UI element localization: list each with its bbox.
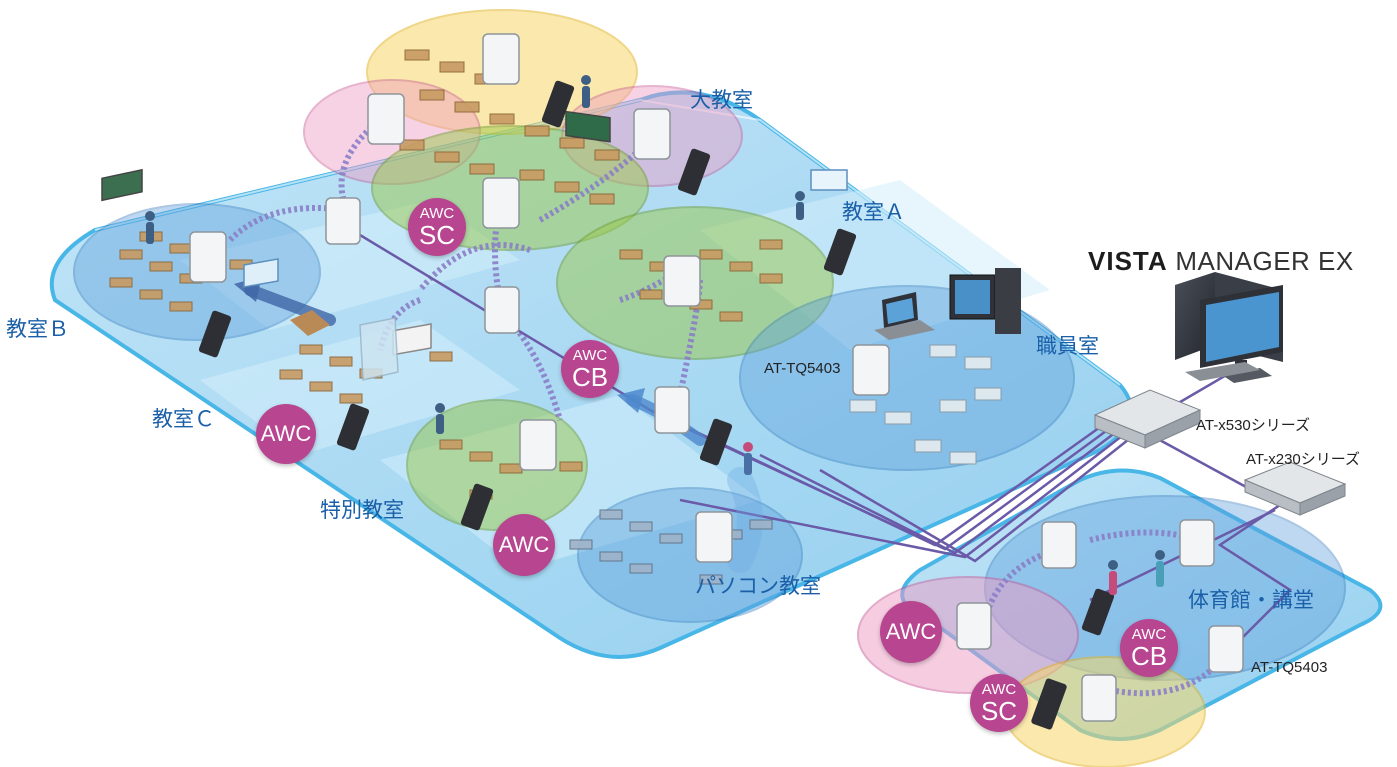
badge-top-text: AWC [572,347,608,364]
ap-special [519,419,557,471]
badge-main-text: CB [571,362,609,392]
badge-main-text: AWC [260,421,312,446]
label-core-switch: AT-x530シリーズ [1196,417,1310,434]
desks-staff-room [849,344,1002,465]
badge-awc-sc-main: AWC SC [408,198,466,256]
management-pc [1175,272,1283,383]
vista-manager-logo: VISTA MANAGER EX [1088,246,1354,277]
badge-main-text: SC [980,696,1018,726]
badge-top-text: AWC [419,205,455,222]
badge-awc-sc-gym: AWC SC [970,674,1028,732]
label-staff-room: 職員室 [1036,334,1099,358]
badge-top-text: AWC [981,681,1017,698]
edge-switch-device [1243,461,1347,516]
label-ap-model-main: AT-TQ5403 [764,360,841,377]
ap-gym-2 [1179,519,1215,567]
ap-gym-5 [1081,674,1117,722]
label-pc-room: パソコン教室 [695,574,821,598]
tablets [198,80,1115,730]
badge-main-text: AWC [885,619,937,644]
core-switch-device [1093,389,1202,449]
glass-partition [290,310,399,381]
ap-gym-4 [1208,625,1244,673]
badge-awc-special: AWC [493,514,555,576]
ap-gym-1 [1041,521,1077,569]
label-special-classroom: 特別教室 [320,498,404,522]
screens [101,110,848,356]
cell-staff-room [739,285,1075,471]
ap-pc-room [695,511,733,563]
badge-main-text: AWC [498,532,550,557]
ap-pink-right [633,108,671,160]
ap-gym-3 [956,602,992,650]
badge-top-text: AWC [1131,626,1167,643]
label-large-classroom: 大教室 [690,88,753,112]
access-points [189,33,1244,722]
label-gym-hall: 体育館・講堂 [1188,588,1314,612]
label-classroom-a: 教室Ａ [842,200,905,224]
ap-mesh-2 [484,286,520,334]
ap-mesh-1 [325,197,361,245]
people [145,75,1165,595]
label-classroom-b: 教室Ｂ [6,317,69,341]
badge-awc-cb-gym: AWC CB [1120,619,1178,677]
ap-green-right [663,255,701,307]
badge-awc-cb-main: AWC CB [561,340,619,398]
ap-pink-left [367,93,405,145]
brand-rest: MANAGER EX [1175,246,1354,276]
label-edge-switch: AT-x230シリーズ [1246,451,1360,468]
desks-classroom-a [619,239,783,322]
label-ap-model-gym: AT-TQ5403 [1251,659,1328,676]
ap-classroom-b [189,231,227,283]
ap-top [482,33,520,85]
ap-center [482,177,520,229]
switches [1093,389,1347,516]
ap-mesh-3 [654,386,690,434]
badge-main-text: CB [1130,641,1168,671]
badge-awc-classroom-c: AWC [256,404,316,464]
label-classroom-c: 教室Ｃ [152,407,215,431]
staff-room-computers [874,268,1021,340]
brand-bold: VISTA [1088,246,1168,276]
badge-main-text: SC [418,220,456,250]
badge-awc-gym-left: AWC [880,601,942,663]
ap-staff-room [852,344,890,396]
